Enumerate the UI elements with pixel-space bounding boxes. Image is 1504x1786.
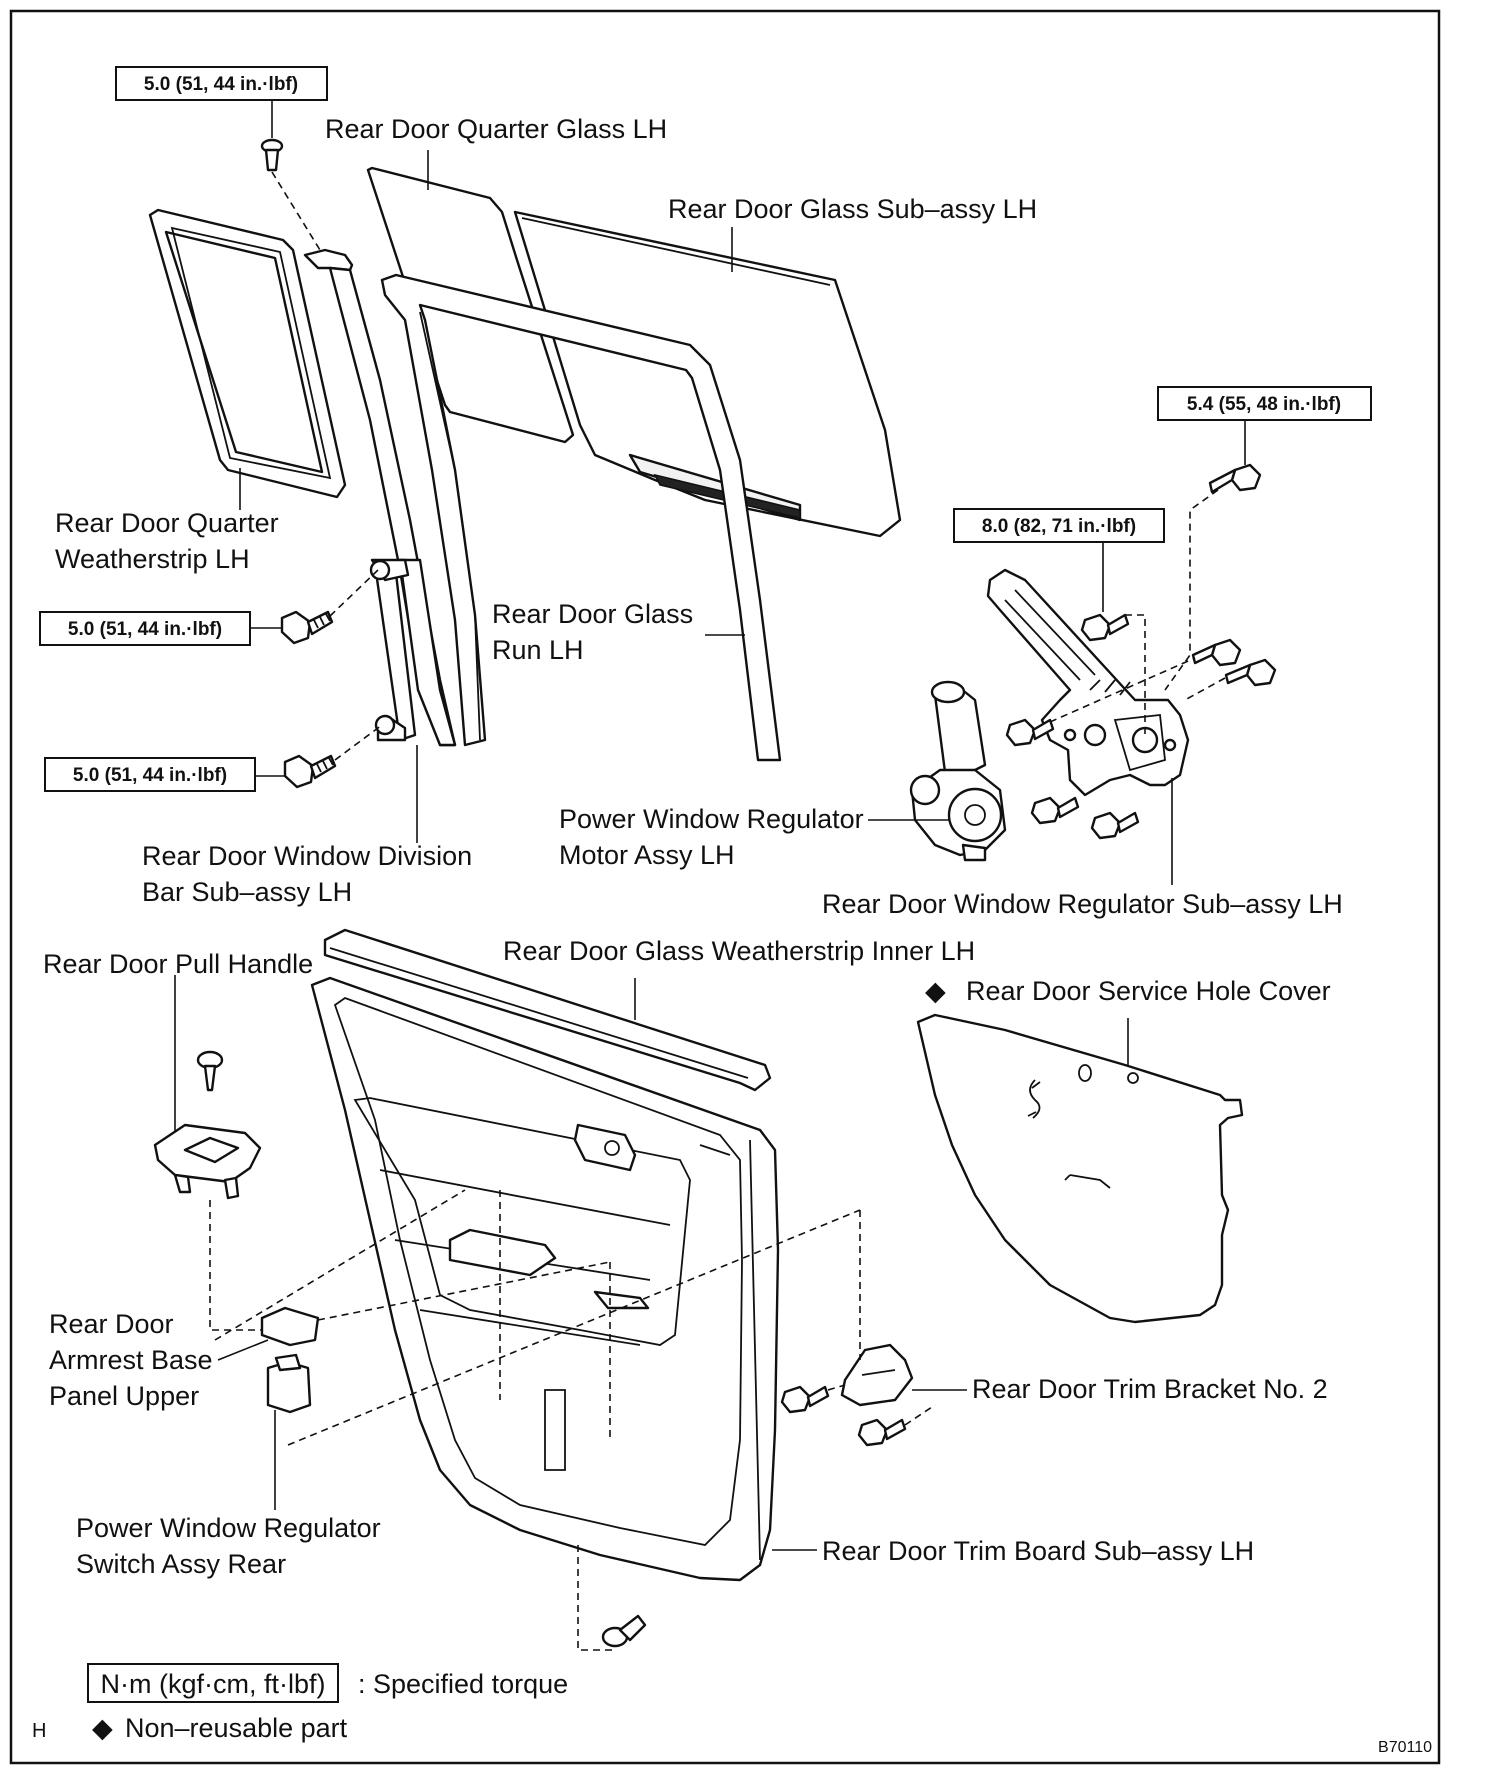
dashed-line-reg-arm (1125, 614, 1146, 735)
label-service-hole-cover: Rear Door Service Hole Cover (966, 976, 1331, 1006)
label-weatherstrip-inner: Rear Door Glass Weatherstrip Inner LH (503, 936, 975, 966)
label-quarter-glass: Rear Door Quarter Glass LH (325, 114, 667, 144)
legend-unit-description: : Specified torque (358, 1669, 568, 1699)
pull-handle-part (153, 1050, 262, 1200)
label-regulator-subassy: Rear Door Window Regulator Sub–assy LH (822, 889, 1343, 919)
service-hole-diamond-icon: ◆ (925, 976, 946, 1006)
label-glass-run-2: Run LH (492, 635, 584, 665)
diagram-code: B70110 (1378, 1739, 1432, 1756)
trim-bracket-part (780, 1343, 914, 1447)
label-glass-subassy: Rear Door Glass Sub–assy LH (668, 194, 1037, 224)
weatherstrip-inner-part (323, 928, 772, 1092)
label-trim-board: Rear Door Trim Board Sub–assy LH (822, 1536, 1254, 1566)
label-division-bar-1: Rear Door Window Division (142, 841, 472, 871)
label-pull-handle: Rear Door Pull Handle (43, 949, 313, 979)
dashed-line-switch (287, 1209, 861, 1446)
corner-letter: H (32, 1720, 46, 1742)
legend-non-reusable-text: Non–reusable part (125, 1713, 348, 1743)
label-motor-2: Motor Assy LH (559, 840, 735, 870)
regulator-bolts (1005, 463, 1277, 840)
torque-box-reg-right: 5.4 (55, 48 in.·lbf) (1157, 386, 1372, 421)
label-armrest-3: Panel Upper (49, 1381, 199, 1411)
dashed-line-bracket (827, 1384, 936, 1426)
torque-text-bar-upper: 5.0 (51, 44 in.·lbf) (68, 619, 222, 640)
trim-clip-part (601, 1614, 647, 1648)
torque-box-bar-lower: 5.0 (51, 44 in.·lbf) (44, 757, 256, 792)
label-switch-1: Power Window Regulator (76, 1513, 381, 1543)
label-armrest-1: Rear Door (49, 1309, 174, 1339)
armrest-base-panel-part (260, 1306, 320, 1347)
torque-box-bar-upper: 5.0 (51, 44 in.·lbf) (39, 611, 251, 646)
dashed-line-bar-lower (334, 724, 383, 761)
torque-box-top: 5.0 (51, 44 in.·lbf) (115, 66, 328, 101)
regulator-motor-part (909, 680, 1007, 862)
quarter-weatherstrip-part (148, 208, 347, 499)
label-division-bar-2: Bar Sub–assy LH (142, 877, 352, 907)
legend-unit-box-text: N·m (kgf·cm, ft·lbf) (101, 1669, 326, 1699)
bolt-bar-upper (280, 610, 334, 645)
label-glass-run-1: Rear Door Glass (492, 599, 693, 629)
legend-torque-unit: N·m (kgf·cm, ft·lbf) : Specified torque (87, 1663, 568, 1703)
glass-run-part (380, 273, 782, 762)
label-quarter-weatherstrip-2: Weatherstrip LH (55, 544, 250, 574)
bolt-bar-lower (283, 754, 337, 789)
service-hole-cover-part (916, 1013, 1244, 1324)
torque-box-reg-arm: 8.0 (82, 71 in.·lbf) (953, 508, 1165, 543)
legend-diamond-icon: ◆ (92, 1713, 113, 1743)
dashed-line-reg-side (1049, 657, 1226, 723)
torque-text-bar-lower: 5.0 (51, 44 in.·lbf) (73, 765, 227, 786)
dashed-line-top-screw (271, 171, 321, 251)
label-switch-2: Switch Assy Rear (76, 1549, 286, 1579)
label-trim-bracket: Rear Door Trim Bracket No. 2 (972, 1374, 1328, 1404)
dashed-line-armrest (214, 1189, 611, 1440)
label-motor-1: Power Window Regulator (559, 804, 864, 834)
label-quarter-weatherstrip-1: Rear Door Quarter (55, 508, 279, 538)
screw-top (260, 138, 284, 172)
dashed-line-reg-right (1164, 489, 1219, 691)
legend-non-reusable: ◆ Non–reusable part (92, 1713, 348, 1743)
torque-text-top: 5.0 (51, 44 in.·lbf) (144, 74, 298, 95)
leader-armrest (217, 1339, 269, 1361)
division-bar-part (303, 248, 457, 747)
trim-board-part (310, 976, 780, 1582)
torque-text-reg-arm: 8.0 (82, 71 in.·lbf) (982, 516, 1136, 537)
window-switch-part (266, 1353, 312, 1414)
torque-text-reg-right: 5.4 (55, 48 in.·lbf) (1187, 394, 1341, 415)
label-armrest-2: Armrest Base (49, 1345, 213, 1375)
